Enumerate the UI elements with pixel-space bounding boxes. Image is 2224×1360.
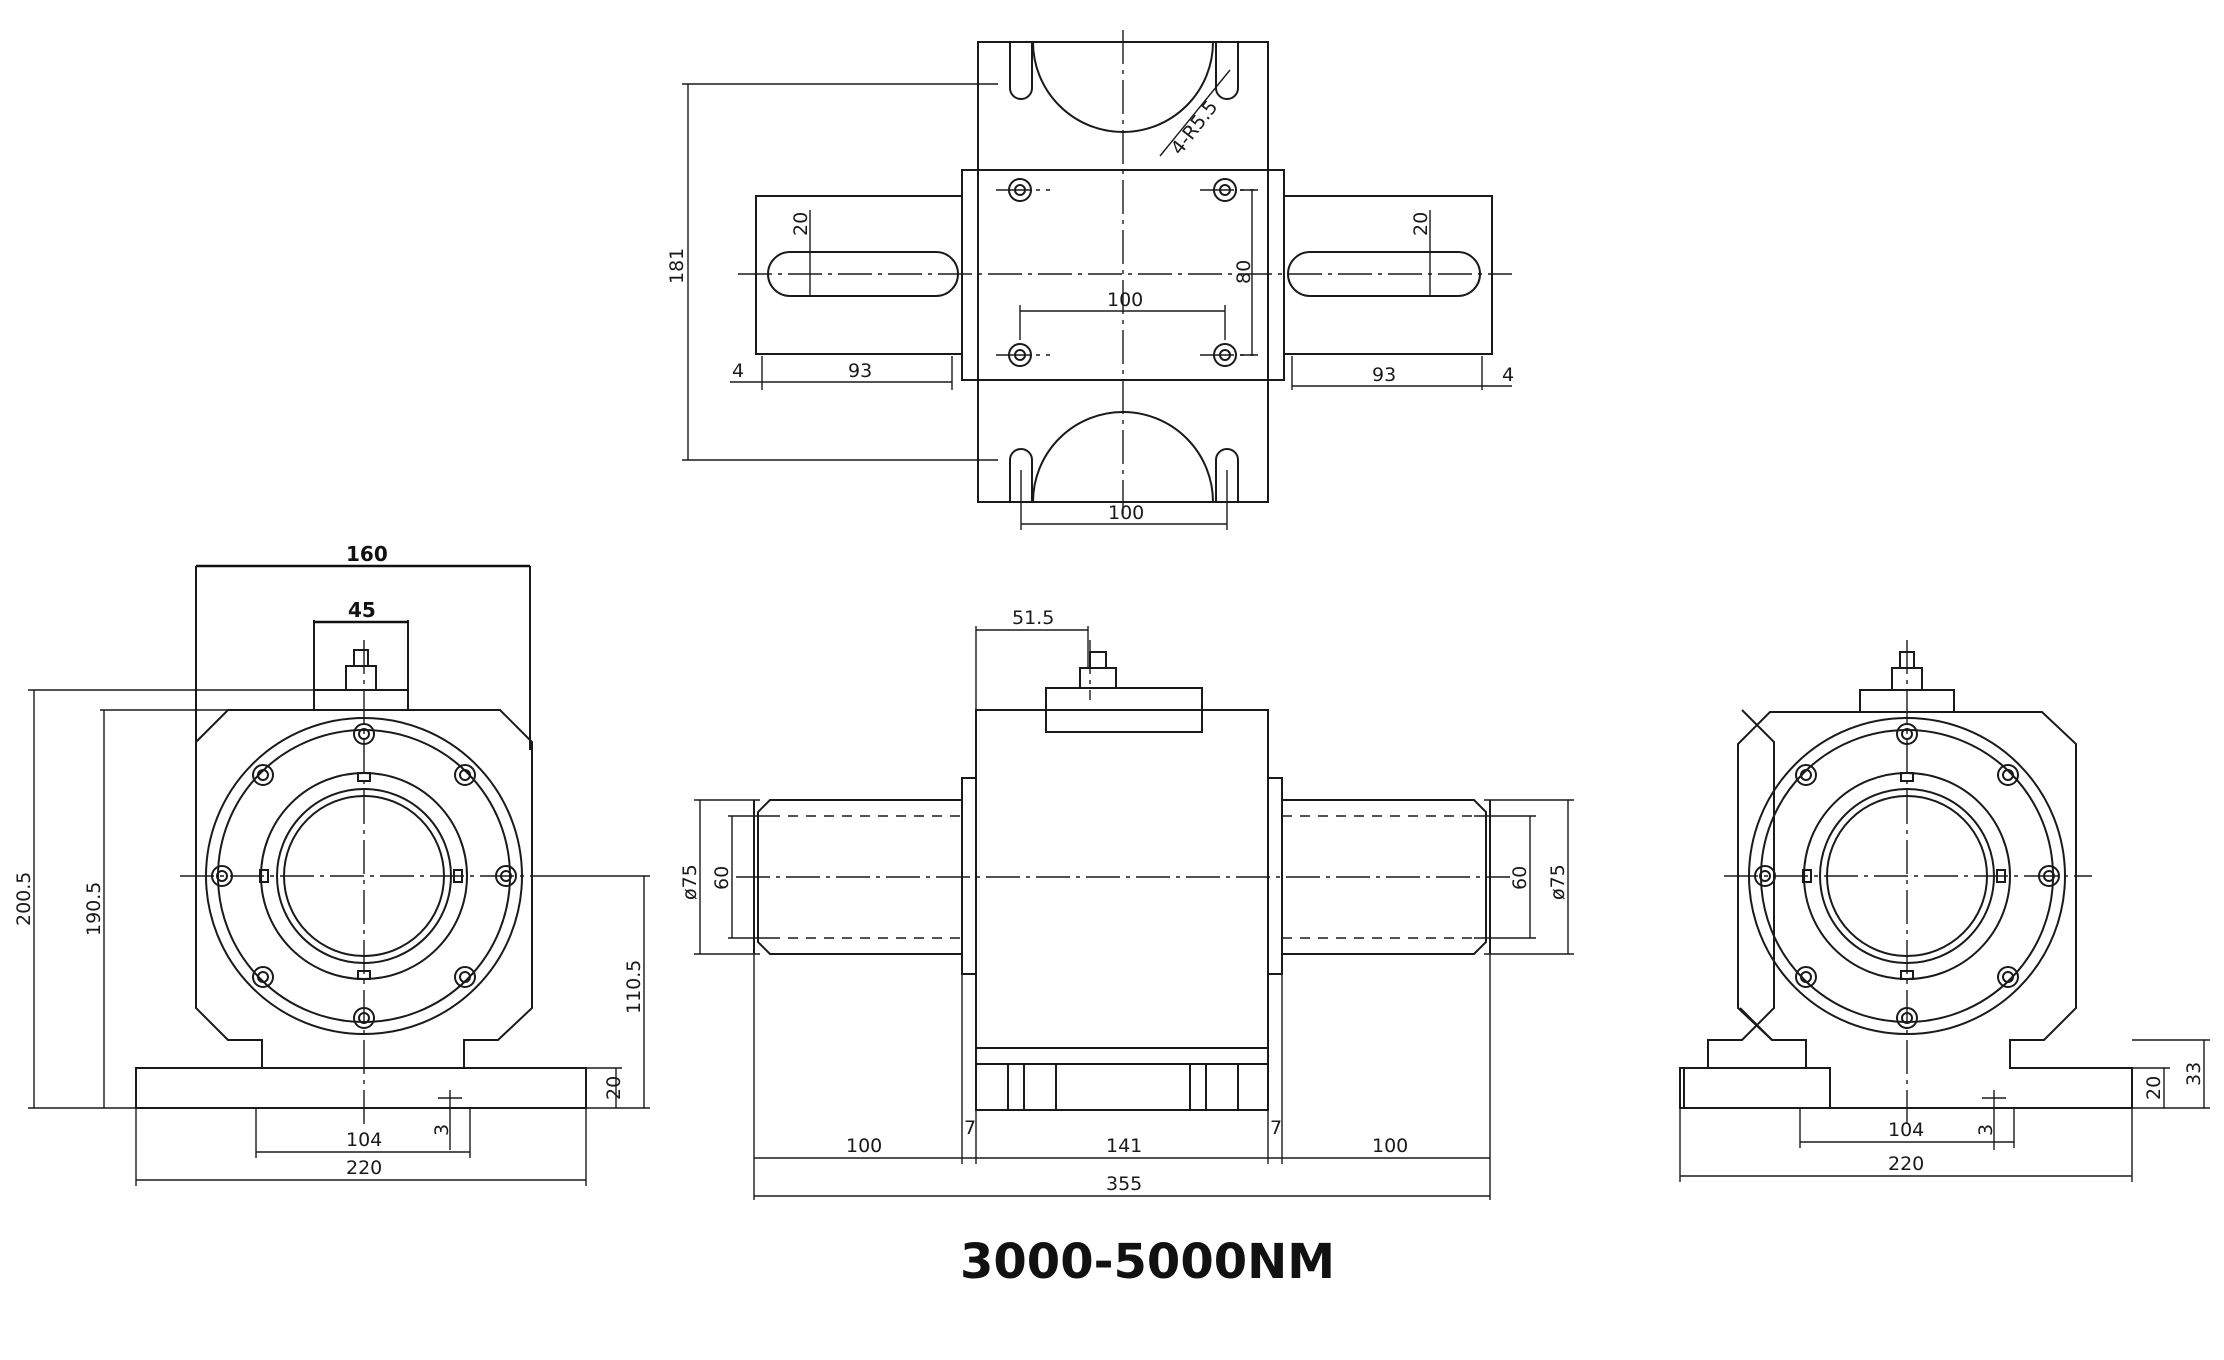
dim-base-thickness: 20 xyxy=(603,1076,625,1100)
dim-height-181: 181 xyxy=(666,248,688,284)
dim-width-45: 45 xyxy=(348,598,376,622)
dim-key-len-left: 93 xyxy=(848,360,872,382)
dim-key-right: 20 xyxy=(1410,212,1432,236)
drawing-title: 3000-5000NM xyxy=(960,1234,1335,1290)
dim-radius-note: 4-R5.5 xyxy=(1167,96,1223,159)
dim-base-height: 33 xyxy=(2183,1062,2205,1086)
dim-dia-inner-left: 60 xyxy=(711,866,733,890)
dim-connector-offset: 51.5 xyxy=(1012,607,1054,629)
dim-dia-outer-left: ø75 xyxy=(679,864,701,900)
dim-dia-inner-right: 60 xyxy=(1509,866,1531,890)
dim-key-left: 20 xyxy=(790,212,812,236)
right-view: 20 33 3 104 220 xyxy=(1679,640,2210,1182)
dim-base-outer: 220 xyxy=(346,1157,382,1179)
dim-base-outer: 220 xyxy=(1888,1153,1924,1175)
top-view: 4-R5.5 181 20 20 80 100 4 93 93 4 xyxy=(666,30,1514,530)
dim-total-height: 200.5 xyxy=(13,872,35,926)
dim-body-height: 190.5 xyxy=(83,882,105,936)
dim-dia-outer-right: ø75 xyxy=(1547,864,1569,900)
dim-base-thickness: 20 xyxy=(2143,1076,2165,1100)
dim-axis-height: 110.5 xyxy=(623,960,645,1014)
dim-hole-v: 80 xyxy=(1233,260,1255,284)
dim-gap-left: 7 xyxy=(964,1117,976,1139)
front-view: 51.5 ø75 60 ø75 60 100 7 141 7 100 355 xyxy=(679,607,1574,1200)
dim-key-len-right: 93 xyxy=(1372,364,1396,386)
dim-shaft-right: 100 xyxy=(1372,1135,1408,1157)
dim-offset-left: 4 xyxy=(732,360,744,382)
slot xyxy=(1009,42,1239,502)
dim-foot-step: 3 xyxy=(1975,1124,1997,1136)
dim-total-len: 355 xyxy=(1106,1173,1142,1195)
dim-offset-right: 4 xyxy=(1502,364,1514,386)
dim-body-len: 141 xyxy=(1106,1135,1142,1157)
dim-hole-h: 100 xyxy=(1107,289,1143,311)
dim-shaft-left: 100 xyxy=(846,1135,882,1157)
dim-base-inner: 104 xyxy=(346,1129,382,1151)
dim-gap-right: 7 xyxy=(1270,1117,1282,1139)
dim-foot-step: 3 xyxy=(431,1124,453,1136)
left-view: 160 45 200.5 190.5 110.5 20 3 104 xyxy=(13,542,650,1186)
dim-width-160: 160 xyxy=(346,542,388,566)
bolt-hole xyxy=(345,649,377,691)
dim-slot-spacing: 100 xyxy=(1108,502,1144,524)
dim-base-inner: 104 xyxy=(1888,1119,1924,1141)
